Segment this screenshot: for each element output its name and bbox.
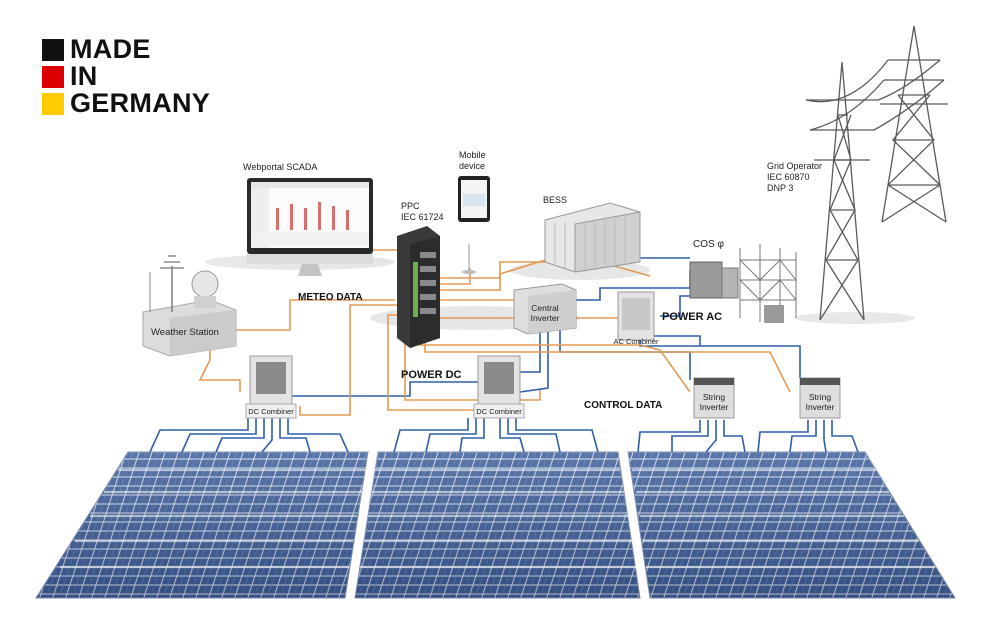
power-dc-label: POWER DC	[401, 369, 462, 381]
dc-combiner-label-2: DC Combiner	[476, 407, 522, 416]
weather-station-icon	[142, 255, 237, 357]
weather-station-label: Weather Station	[151, 327, 219, 338]
container-icon	[544, 202, 641, 273]
power-cables	[149, 257, 859, 453]
central-inverter	[513, 283, 577, 335]
transformer-icon	[689, 244, 797, 323]
flag-red-square	[42, 65, 64, 88]
logo-line-made: MADE	[70, 34, 151, 64]
logo-line-germany: GERMANY	[70, 88, 211, 118]
logo-line-in: IN	[70, 61, 98, 91]
flag-gold-square	[42, 92, 64, 115]
string-inverter-box	[693, 377, 841, 419]
control-data-label: CONTROL DATA	[584, 400, 663, 411]
meteo-data-label: METEO DATA	[298, 292, 363, 303]
made-in-germany-logo: MADE IN GERMANY	[42, 36, 210, 117]
ppc-cabinet	[397, 226, 440, 348]
cos-phi-label: COS φ	[693, 239, 724, 250]
ac-combiner-label: AC Combiner	[613, 337, 659, 346]
solar-panel-icon	[35, 451, 956, 599]
tablet-icon	[458, 176, 490, 274]
flag-black-square	[42, 38, 64, 61]
pylon-icon	[805, 25, 948, 321]
ac-combiner	[617, 291, 655, 341]
bess-label: BESS	[543, 195, 568, 205]
dc-combiner-label-1: DC Combiner	[248, 407, 294, 416]
power-ac-label: POWER AC	[662, 311, 723, 323]
monitor-icon	[247, 178, 373, 276]
dc-combiner-box	[245, 355, 525, 419]
webportal-scada-label: Webportal SCADA	[243, 162, 318, 172]
